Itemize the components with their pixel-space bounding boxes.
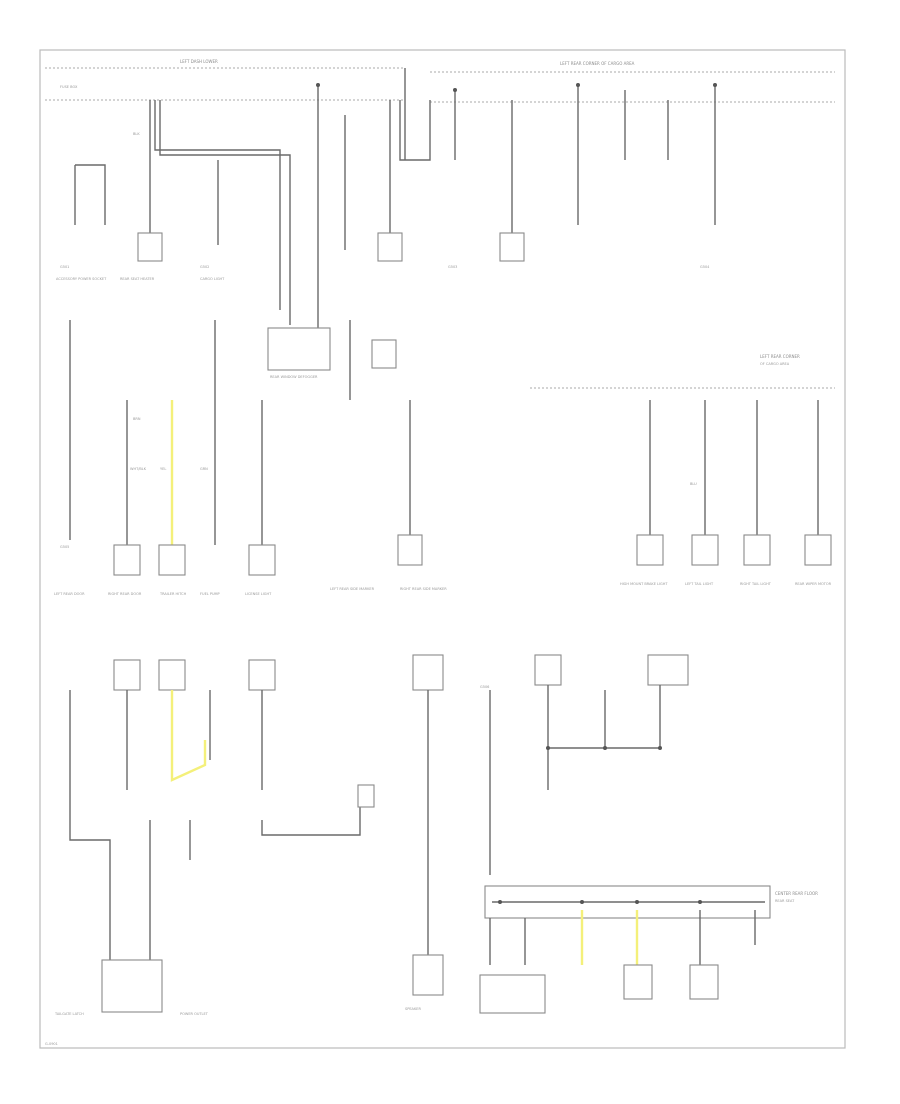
connector-c5 xyxy=(113,544,141,576)
bottom-right-bus-sublabel: REAR SEAT xyxy=(775,899,795,903)
wire-code-0: BLK xyxy=(133,132,140,136)
rear-right-drops xyxy=(636,400,832,566)
ground-label-3: G504 xyxy=(700,265,710,269)
top-right-bus: LEFT REAR CORNER OF CARGO AREA xyxy=(430,61,835,103)
connector-c9 xyxy=(636,534,664,566)
component-label-2: CARGO LIGHT xyxy=(200,277,225,281)
component-label-15: TAILGATE LATCH xyxy=(54,1012,84,1016)
connector-c16 xyxy=(412,654,444,691)
connector-c8 xyxy=(397,534,423,566)
connector-c15 xyxy=(248,659,276,691)
middle-left-wires xyxy=(69,320,423,576)
bottom-right-bus-label: CENTER REAR FLOOR xyxy=(775,891,818,896)
connector-c7 xyxy=(248,544,276,576)
ground-labels: G501 G502 G503 G504 G505 G506 xyxy=(60,265,710,689)
rear-right-bus-sublabel: OF CARGO AREA xyxy=(760,362,790,366)
component-label-5: RIGHT REAR DOOR xyxy=(108,592,142,596)
ground-label-4: G505 xyxy=(60,545,69,549)
top-left-bus: LEFT DASH LOWER FUSE BOX xyxy=(45,59,406,160)
connector-c12 xyxy=(804,534,832,566)
top-left-bus-sublabel: FUSE BOX xyxy=(60,85,78,89)
component-labels: ACCESSORY POWER SOCKET REAR SEAT HEATER … xyxy=(54,277,832,1016)
junction-block xyxy=(267,327,331,371)
component-label-3: REAR WINDOW DEFOGGER xyxy=(270,375,318,379)
component-label-8: LICENSE LIGHT xyxy=(245,592,272,596)
ground-label-5: G506 xyxy=(480,685,489,689)
ground-label-2: G503 xyxy=(448,265,457,269)
connector-c14 xyxy=(158,659,186,691)
top-right-bus-label: LEFT REAR CORNER OF CARGO AREA xyxy=(560,61,635,66)
rear-right-bus: LEFT REAR CORNER OF CARGO AREA xyxy=(530,354,835,389)
splice-dots xyxy=(316,83,717,904)
wire-code-5: BLU xyxy=(690,482,697,486)
connector-c23 xyxy=(689,964,719,1000)
component-label-6: TRAILER HITCH xyxy=(159,592,187,596)
rear-right-bus-label: LEFT REAR CORNER xyxy=(760,354,800,359)
wire-code-1: BRN xyxy=(133,417,141,421)
component-label-1: REAR SEAT HEATER xyxy=(120,277,155,281)
wire-code-3: YEL xyxy=(160,467,166,471)
ground-label-0: G501 xyxy=(60,265,69,269)
top-right-drops xyxy=(454,85,716,262)
component-label-17: SPEAKER xyxy=(405,1007,421,1011)
component-label-14: REAR WIPER MOTOR xyxy=(795,582,832,586)
top-left-drops xyxy=(74,85,431,371)
wire-color-codes: BLK BRN WHT/BLK YEL GRN BLU xyxy=(130,132,697,486)
diagram-frame xyxy=(39,49,846,1049)
connector-c13 xyxy=(113,659,141,691)
component-label-10: RIGHT REAR SIDE MARKER xyxy=(400,587,447,591)
connector-c4 xyxy=(499,232,525,262)
component-c21 xyxy=(479,974,546,1014)
connector-c3 xyxy=(371,339,397,369)
wire-code-2: WHT/BLK xyxy=(130,467,147,471)
lower-right-wires xyxy=(357,654,756,1014)
connector-c2 xyxy=(377,232,403,262)
connector-c11 xyxy=(743,534,771,566)
component-label-11: HIGH MOUNT BRAKE LIGHT xyxy=(620,582,668,586)
component-label-12: LEFT TAIL LIGHT xyxy=(685,582,714,586)
connector-c10 xyxy=(691,534,719,566)
corner-note: G-0901 xyxy=(45,1042,58,1046)
component-label-16: POWER OUTLET xyxy=(180,1012,209,1016)
component-label-9: LEFT REAR SIDE MARKER xyxy=(330,587,375,591)
connector-c1 xyxy=(137,232,163,262)
ground-label-1: G502 xyxy=(200,265,209,269)
lower-left-wires xyxy=(69,659,361,1013)
connector-c22 xyxy=(623,964,653,1000)
component-lower-left xyxy=(101,959,163,1013)
component-label-13: RIGHT TAIL LIGHT xyxy=(740,582,772,586)
connector-c6 xyxy=(158,544,186,576)
bottom-right-bus: CENTER REAR FLOOR REAR SEAT xyxy=(484,885,818,919)
connector-c19 xyxy=(534,654,562,686)
component-label-7: FUEL PUMP xyxy=(200,592,220,596)
component-label-4: LEFT REAR DOOR xyxy=(54,592,85,596)
wire-code-4: GRN xyxy=(200,467,208,471)
connector-c20 xyxy=(647,654,689,686)
component-label-0: ACCESSORY POWER SOCKET xyxy=(56,277,107,281)
connector-c17 xyxy=(412,954,444,996)
connector-c18 xyxy=(357,784,375,808)
top-left-bus-label: LEFT DASH LOWER xyxy=(180,59,218,64)
